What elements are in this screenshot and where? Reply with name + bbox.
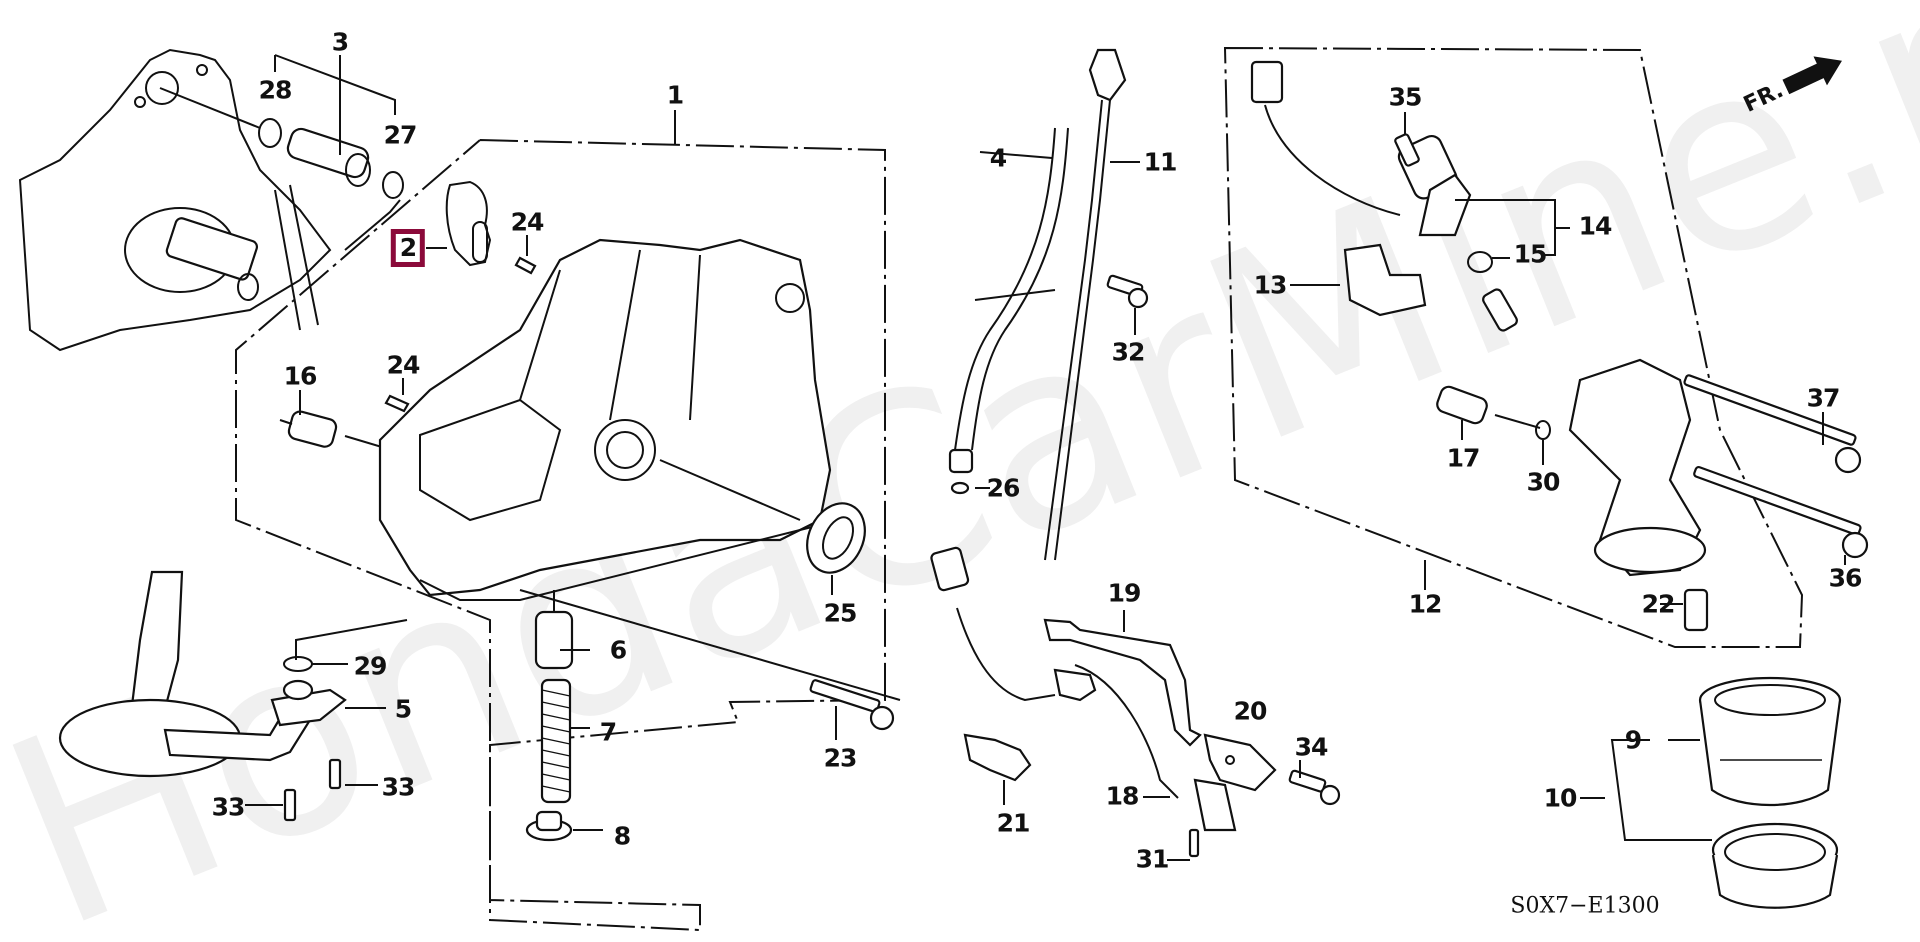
callout-33-right[interactable]: 33 — [381, 772, 416, 802]
callout-17[interactable]: 17 — [1446, 443, 1481, 473]
callout-35[interactable]: 35 — [1388, 82, 1423, 112]
callout-24-lower[interactable]: 24 — [386, 350, 421, 380]
callout-28[interactable]: 28 — [258, 75, 293, 105]
callout-34[interactable]: 34 — [1294, 732, 1329, 762]
callout-7[interactable]: 7 — [599, 717, 617, 747]
part-25-seal-drawing — [659, 459, 866, 595]
callout-29[interactable]: 29 — [353, 651, 388, 681]
front-direction-indicator: FR. — [1738, 46, 1848, 120]
callout-16[interactable]: 16 — [283, 361, 318, 391]
callout-13[interactable]: 13 — [1253, 270, 1288, 300]
callout-4[interactable]: 4 — [989, 143, 1007, 173]
part-3-drawing — [159, 54, 404, 251]
callout-18[interactable]: 18 — [1105, 781, 1140, 811]
callout-5[interactable]: 5 — [394, 694, 412, 724]
callout-24-upper[interactable]: 24 — [510, 207, 545, 237]
part-2-gasket-drawing — [426, 180, 492, 267]
callout-3[interactable]: 3 — [331, 27, 349, 57]
callout-36[interactable]: 36 — [1828, 563, 1863, 593]
part-23-bolt-drawing — [519, 589, 901, 740]
part-1-oil-pump-drawing — [378, 238, 841, 601]
part-6-7-8-drawing — [525, 590, 603, 842]
callout-20[interactable]: 20 — [1233, 696, 1268, 726]
callout-33-left[interactable]: 33 — [211, 792, 246, 822]
part-9-10-filter-drawing — [1580, 676, 1842, 909]
callout-31[interactable]: 31 — [1135, 844, 1170, 874]
part-18-21-harness-drawing — [930, 546, 1341, 861]
callout-37[interactable]: 37 — [1806, 383, 1841, 413]
callout-15[interactable]: 15 — [1513, 239, 1548, 269]
callout-10[interactable]: 10 — [1543, 783, 1578, 813]
callout-23[interactable]: 23 — [823, 743, 858, 773]
callout-22[interactable]: 22 — [1641, 589, 1676, 619]
callout-30[interactable]: 30 — [1526, 467, 1561, 497]
callout-1[interactable]: 1 — [666, 80, 684, 110]
assembly-12-outline — [1223, 46, 1804, 648]
callout-19[interactable]: 19 — [1107, 578, 1142, 608]
callout-12[interactable]: 12 — [1408, 589, 1443, 619]
callout-6[interactable]: 6 — [609, 635, 627, 665]
callout-25[interactable]: 25 — [823, 598, 858, 628]
part-5-strainer-drawing — [58, 570, 408, 822]
part-4-11-dipstick-drawing — [948, 48, 1149, 561]
callout-21[interactable]: 21 — [996, 808, 1031, 838]
part-16-drawing — [279, 390, 386, 449]
callout-27[interactable]: 27 — [383, 120, 418, 150]
callout-26[interactable]: 26 — [986, 473, 1021, 503]
callout-2-highlighted[interactable]: 2 — [390, 229, 426, 267]
callout-32[interactable]: 32 — [1111, 337, 1146, 367]
callout-9[interactable]: 9 — [1624, 725, 1642, 755]
callout-8[interactable]: 8 — [613, 821, 631, 851]
callout-11[interactable]: 11 — [1143, 147, 1178, 177]
diagram-code: S0X7−E1300 — [1510, 893, 1660, 919]
callout-14[interactable]: 14 — [1578, 211, 1613, 241]
engine-block-drawing — [18, 48, 332, 352]
part-13-17-right-drawing — [1250, 60, 1869, 632]
arrow-right-icon — [1782, 56, 1842, 95]
